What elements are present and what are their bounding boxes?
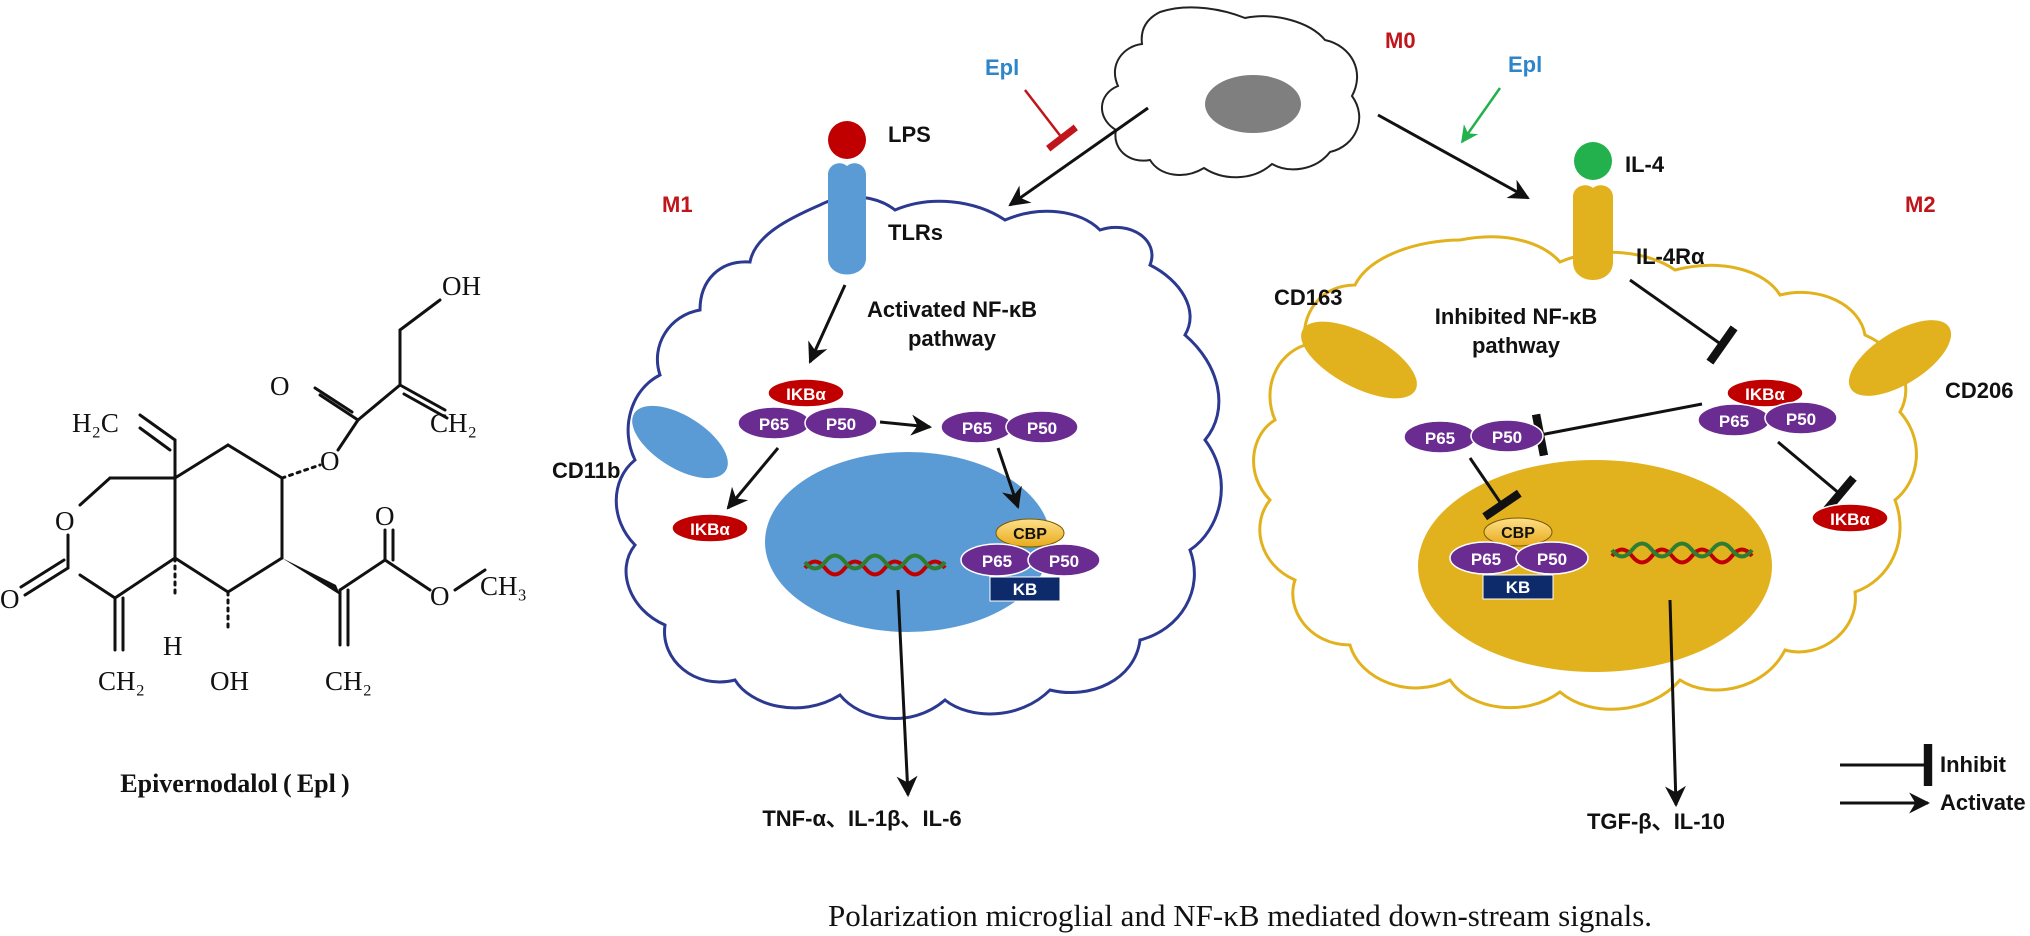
epl-left-label: Epl xyxy=(985,55,1019,80)
atom-o-ester: O xyxy=(320,446,340,476)
atom-ch2-ester: CH₂ xyxy=(430,408,477,438)
cd163-label: CD163 xyxy=(1274,285,1342,310)
epivernodalol-structure: OH H₂C CH₂ O O O O O O CH₃ H OH CH₂ CH₂ xyxy=(0,271,527,696)
lps-label: LPS xyxy=(888,122,931,147)
svg-text:IKBα: IKBα xyxy=(1745,385,1785,404)
m2-nuclear-complex: CBP P65 P50 KB xyxy=(1449,517,1589,600)
m2-pathway-line1: Inhibited NF-κB xyxy=(1435,304,1598,329)
m0-to-m2-arrow xyxy=(1377,113,1530,200)
svg-text:CBP: CBP xyxy=(1013,526,1047,543)
dimer-to-nucleus-arrow xyxy=(996,447,1022,509)
m2-free-dimer: P65 P50 xyxy=(1403,419,1544,454)
epl-right-label: Epl xyxy=(1508,52,1542,77)
m2-free-ikba: IKBα xyxy=(1811,503,1889,533)
legend: Inhibit Activate xyxy=(1840,744,2026,815)
figure-caption: Polarization microglial and NF-κB mediat… xyxy=(828,898,1652,933)
legend-inhibit-label: Inhibit xyxy=(1940,752,2007,777)
m1-output-arrow xyxy=(896,589,918,798)
il4-label: IL-4 xyxy=(1625,152,1665,177)
atom-ch2-right: CH₂ xyxy=(325,666,372,696)
m1-ikba-complex: IKBα P65 P50 xyxy=(737,378,878,440)
atom-o-ester-carbonyl: O xyxy=(270,371,290,401)
svg-text:IKBα: IKBα xyxy=(786,385,826,404)
m1-nucleus xyxy=(765,452,1051,632)
svg-text:P50: P50 xyxy=(1492,428,1522,447)
svg-text:P65: P65 xyxy=(1471,550,1501,569)
svg-text:P50: P50 xyxy=(1049,552,1079,571)
complex-release-inhibit xyxy=(1531,402,1703,457)
ikba-release-arrow xyxy=(726,447,780,510)
tlr-receptor xyxy=(828,163,866,275)
m2-output-arrow xyxy=(1664,599,1686,808)
svg-text:P50: P50 xyxy=(826,415,856,434)
il4-receptor xyxy=(1573,185,1613,280)
il4-ligand xyxy=(1574,142,1612,180)
complex-to-dimer-arrow xyxy=(879,414,933,436)
m2-outputs: TGF-β、IL-10 xyxy=(1587,809,1725,834)
atom-o-carbonyl: O xyxy=(0,584,20,614)
m2-ikba-complex: IKBα P65 P50 xyxy=(1697,378,1838,437)
m1-dna-helix xyxy=(803,553,947,577)
atom-ch2-left: CH₂ xyxy=(98,666,145,696)
svg-text:P65: P65 xyxy=(962,419,992,438)
svg-text:IKBα: IKBα xyxy=(690,520,730,539)
atom-ch3: CH₃ xyxy=(480,571,527,601)
cd206-label: CD206 xyxy=(1945,378,2013,403)
svg-text:P50: P50 xyxy=(1786,410,1816,429)
cd11b-receptor xyxy=(632,405,728,479)
m0-label: M0 xyxy=(1385,28,1416,53)
svg-text:CBP: CBP xyxy=(1501,525,1535,542)
m2-label: M2 xyxy=(1905,192,1936,217)
molecule-name: Epivernodalol ( Epl ) xyxy=(120,769,349,798)
tlr-to-complex-arrow xyxy=(808,284,847,364)
svg-text:P65: P65 xyxy=(982,552,1012,571)
m0-to-m1-arrow xyxy=(1008,106,1149,207)
m1-free-ikba: IKBα xyxy=(671,513,749,543)
atom-o-methyl: O xyxy=(430,581,450,611)
svg-text:P50: P50 xyxy=(1537,550,1567,569)
svg-text:P65: P65 xyxy=(1719,412,1749,431)
tlrs-label: TLRs xyxy=(888,220,943,245)
svg-text:KB: KB xyxy=(1506,578,1531,597)
cd163-receptor xyxy=(1301,321,1417,399)
m2-pathway-line2: pathway xyxy=(1472,333,1561,358)
il4ra-inhibit-arrow xyxy=(1629,278,1738,365)
atom-o-methyl-carbonyl: O xyxy=(375,501,395,531)
svg-text:IKBα: IKBα xyxy=(1830,510,1870,529)
atom-oh-bottom: OH xyxy=(210,666,249,696)
m2-dna-helix xyxy=(1610,541,1754,565)
m0-nucleus xyxy=(1205,75,1301,133)
m1-nuclear-complex: CBP P65 P50 KB xyxy=(960,518,1101,602)
atom-oh-top: OH xyxy=(442,271,481,301)
il4ra-label: IL-4Rα xyxy=(1636,244,1705,269)
legend-activate-label: Activate xyxy=(1940,790,2026,815)
lps-ligand xyxy=(828,121,866,159)
atom-o-ring: O xyxy=(55,506,75,536)
m1-pathway-line1: Activated NF-κB xyxy=(867,297,1037,322)
dimer-nuclear-inhibit xyxy=(1468,457,1522,521)
svg-text:P65: P65 xyxy=(759,415,789,434)
atom-h: H xyxy=(163,631,183,661)
m1-outputs: TNF-α、IL-1β、IL-6 xyxy=(762,806,961,831)
cd11b-label: CD11b xyxy=(552,458,620,483)
epl-inhibit-m1 xyxy=(1024,89,1078,152)
ikba-degradation-inhibit xyxy=(1777,440,1857,513)
m1-pathway-line2: pathway xyxy=(908,326,997,351)
svg-text:P50: P50 xyxy=(1027,419,1057,438)
cd206-receptor xyxy=(1848,320,1952,396)
epl-activate-m2 xyxy=(1460,87,1502,144)
m1-label: M1 xyxy=(662,192,693,217)
svg-text:P65: P65 xyxy=(1425,429,1455,448)
svg-text:KB: KB xyxy=(1013,580,1038,599)
atom-h2c: H₂C xyxy=(72,408,119,438)
m1-free-dimer: P65 P50 xyxy=(940,410,1079,444)
